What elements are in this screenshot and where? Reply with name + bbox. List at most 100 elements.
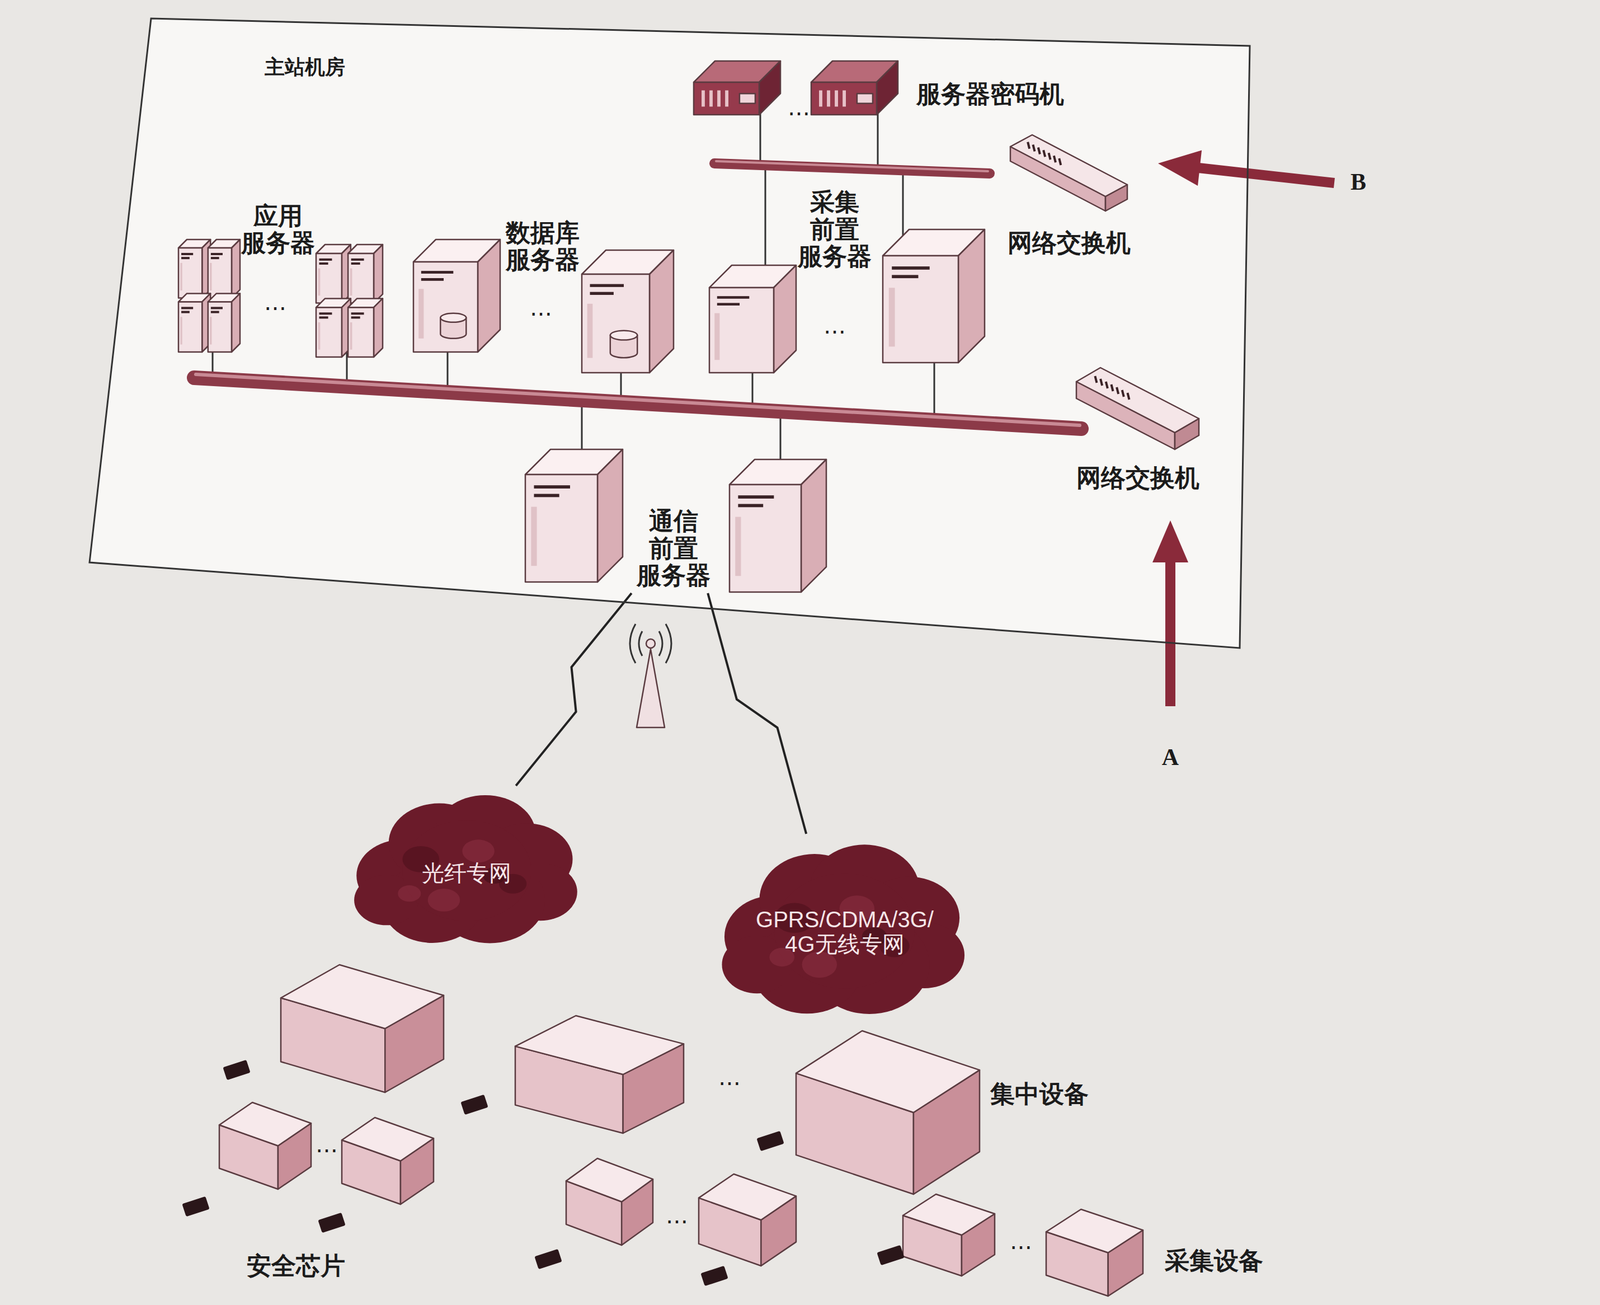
text-line: 通信 xyxy=(636,507,711,535)
switch-port xyxy=(1122,389,1124,397)
security-chip xyxy=(181,1196,210,1217)
server-front xyxy=(347,307,374,357)
server-side xyxy=(373,244,383,304)
server-panel xyxy=(180,316,182,345)
security-chip xyxy=(700,1265,728,1286)
server-side xyxy=(801,459,827,592)
server-slot xyxy=(421,278,444,281)
node-label: 数据库 服务器 xyxy=(505,219,580,274)
crypto-handle xyxy=(739,93,756,103)
switch-port xyxy=(1059,158,1061,166)
server-slot xyxy=(351,262,361,265)
ellipsis: … xyxy=(718,1064,741,1090)
text-line: 网络交换机 xyxy=(1076,464,1200,492)
server-front xyxy=(316,307,342,357)
server-group: 应用 服务器 xyxy=(167,195,392,364)
switch-port xyxy=(1094,375,1097,383)
server-slot xyxy=(181,306,194,309)
text-line: 网络交换机 xyxy=(1007,229,1131,257)
server-tower xyxy=(208,293,240,352)
server-side xyxy=(958,229,985,363)
server-front xyxy=(525,474,598,582)
server-slot xyxy=(319,316,329,319)
server-panel xyxy=(318,322,321,350)
server-slot xyxy=(181,256,190,260)
switch-port xyxy=(1033,144,1035,152)
server-tower xyxy=(729,459,827,592)
server-front xyxy=(316,253,342,304)
server-slot xyxy=(737,495,774,499)
cloud-network: GPRS/CDMA/3G/ 4G无线专网 xyxy=(719,833,970,1021)
crypto-slot xyxy=(709,90,713,107)
collector xyxy=(341,1117,434,1204)
server-slot xyxy=(210,256,220,260)
security-chip xyxy=(460,1094,488,1115)
signal-wave xyxy=(629,623,636,663)
main-room-box: 主站机房服务器密码机网络交换机应用 服务器数据库 服务器采集 前置 服务器网络交… xyxy=(89,18,1250,648)
server-slot xyxy=(319,262,329,265)
pointer-arrow xyxy=(1152,520,1189,707)
device-label: 采集设备 xyxy=(1164,1246,1264,1274)
concentrator xyxy=(280,964,444,1093)
text-line: 前置 xyxy=(636,534,711,562)
server-tower xyxy=(709,265,797,373)
server-tower xyxy=(178,293,211,352)
server-slot xyxy=(210,306,223,309)
box-top-face xyxy=(902,1193,995,1235)
callout-letter: A xyxy=(1161,744,1179,770)
text-line: GPRS/CDMA/3G/ xyxy=(755,906,934,932)
server-slot xyxy=(590,292,614,295)
node-label: 网络交换机 xyxy=(1076,464,1200,492)
switch-port xyxy=(1027,142,1030,149)
node-label: 采集 前置 服务器 xyxy=(797,188,872,270)
collector xyxy=(219,1102,312,1189)
server-slot xyxy=(319,312,333,315)
server-side xyxy=(231,239,240,299)
node-label: 应用 服务器 xyxy=(241,202,315,257)
database-server xyxy=(581,250,674,373)
collector xyxy=(902,1193,995,1276)
switch-group: 网络交换机 xyxy=(990,128,1153,259)
server-slot xyxy=(351,312,365,315)
device-label: 安全芯片 xyxy=(246,1252,346,1279)
lightning-line xyxy=(515,593,632,786)
signal-wave xyxy=(665,623,672,663)
box-top-face xyxy=(566,1158,653,1202)
text-line: 服务器密码机 xyxy=(916,80,1065,108)
server-tower xyxy=(347,298,383,357)
main-room-border xyxy=(89,18,1250,648)
server-front xyxy=(581,274,650,373)
box-top-face xyxy=(341,1117,434,1161)
server-panel xyxy=(180,262,182,291)
antenna xyxy=(629,623,672,728)
concentrator xyxy=(515,1015,684,1133)
text-line: 服务器 xyxy=(797,242,872,270)
bus-highlight xyxy=(195,374,1080,426)
server-front xyxy=(347,253,374,304)
server-crypto-machine xyxy=(811,60,898,115)
switch-port xyxy=(1106,381,1108,389)
signal-wave xyxy=(659,631,663,656)
server-panel xyxy=(888,287,896,347)
server-group: 服务器密码机 xyxy=(688,55,1080,129)
cloud-lobe xyxy=(402,820,531,921)
server-panel xyxy=(735,516,741,577)
server-tower xyxy=(882,229,985,363)
server-side xyxy=(649,250,674,373)
server-side xyxy=(373,298,383,357)
ellipsis: … xyxy=(665,1202,689,1228)
server-slot xyxy=(737,504,764,508)
server-slot xyxy=(210,311,220,314)
node-label: 网络交换机 xyxy=(1007,229,1131,257)
crypto-side xyxy=(759,60,781,115)
switch-port xyxy=(1116,387,1119,394)
crypto-slot xyxy=(717,90,721,107)
server-tower xyxy=(316,244,351,304)
server-panel xyxy=(530,506,537,567)
callout-letter: B xyxy=(1350,168,1367,195)
cloud-mottle xyxy=(462,839,495,863)
crypto-slot xyxy=(826,90,831,107)
server-slot xyxy=(319,258,333,261)
server-side xyxy=(477,239,501,352)
crypto-slot xyxy=(725,90,729,107)
